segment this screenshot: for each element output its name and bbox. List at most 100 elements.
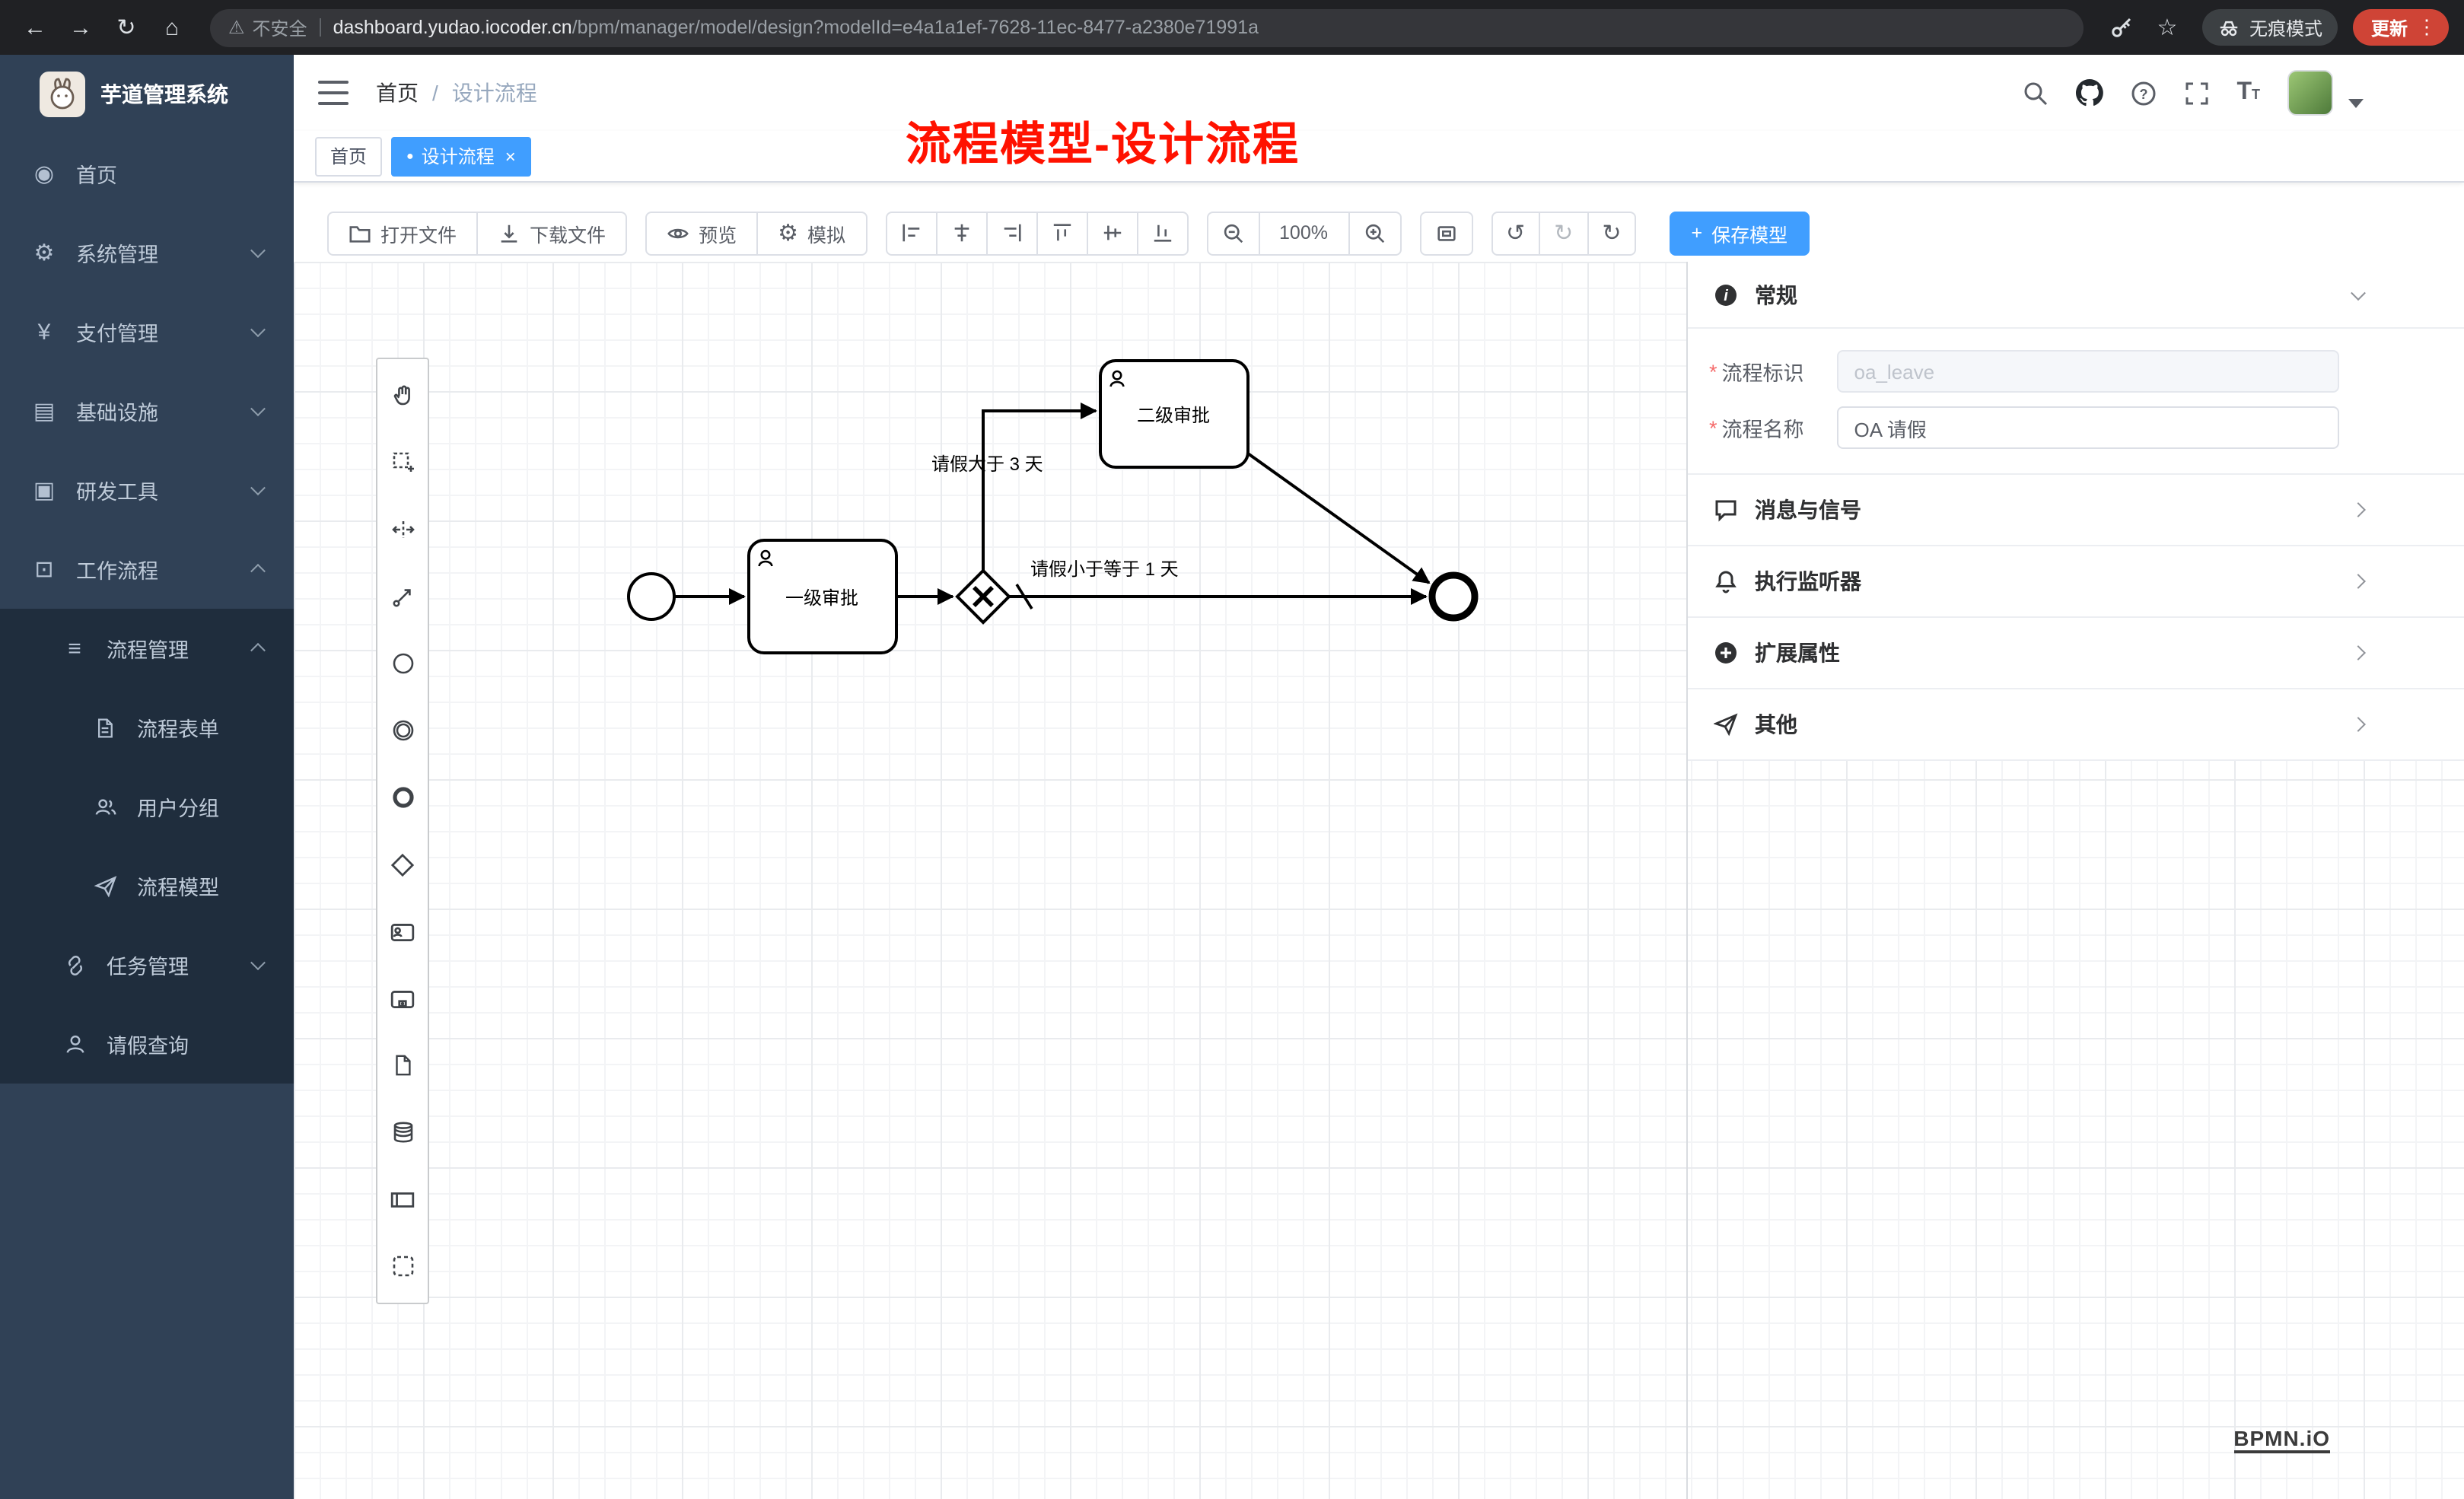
open-file-button[interactable]: 打开文件	[327, 211, 479, 255]
sidebar-item-workflow[interactable]: ⊡ 工作流程	[0, 530, 294, 609]
chevron-right-icon	[2351, 645, 2366, 660]
update-label: 更新	[2370, 18, 2408, 39]
palette-lasso-tool[interactable]	[377, 429, 428, 496]
browser-reload-button[interactable]: ↻	[107, 8, 146, 47]
palette-create-data-object[interactable]	[377, 1032, 428, 1099]
tab-design-process[interactable]: ● 设计流程 ×	[391, 136, 531, 176]
sidebar-toggle-button[interactable]	[318, 81, 349, 105]
task-label: 二级审批	[1137, 406, 1210, 426]
sidebar-item-leave-query[interactable]: 请假查询	[0, 1004, 294, 1084]
palette-create-group[interactable]	[377, 1233, 428, 1300]
panel-section-message-signal[interactable]: 消息与信号	[1688, 475, 2464, 546]
align-right-button[interactable]	[987, 211, 1038, 255]
sidebar-item-payment[interactable]: ¥ 支付管理	[0, 292, 294, 371]
simulate-button[interactable]: ⚙ 模拟	[758, 211, 867, 255]
fullscreen-icon	[2185, 81, 2208, 104]
align-left-button[interactable]	[885, 211, 938, 255]
zoom-in-button[interactable]	[1349, 211, 1401, 255]
preview-button[interactable]: 预览	[645, 211, 759, 255]
fullscreen-button[interactable]	[2183, 80, 2209, 106]
sidebar-item-home[interactable]: ◉ 首页	[0, 134, 294, 213]
search-button[interactable]	[2022, 80, 2048, 106]
palette-space-tool[interactable]	[377, 496, 428, 563]
panel-section-other[interactable]: 其他	[1688, 689, 2464, 761]
sidebar-item-process-model[interactable]: 流程模型	[0, 846, 294, 925]
download-file-button[interactable]: 下载文件	[478, 211, 628, 255]
palette-global-connect-tool[interactable]	[377, 563, 428, 630]
start-event-shape[interactable]	[627, 572, 676, 621]
align-center-button[interactable]	[937, 211, 988, 255]
tab-home[interactable]: 首页	[315, 136, 383, 176]
password-key-button[interactable]	[2102, 8, 2141, 47]
bpmn-io-logo[interactable]: BPMN.iO	[2233, 1426, 2330, 1453]
github-button[interactable]	[2075, 79, 2103, 107]
send-icon	[1712, 712, 1738, 737]
align-middle-button[interactable]	[1087, 211, 1138, 255]
help-button[interactable]: ?	[2130, 80, 2156, 106]
flow-condition-label-gt[interactable]: 请假大于 3 天	[931, 454, 1043, 475]
palette-create-subprocess[interactable]	[377, 965, 428, 1032]
subprocess-icon	[390, 990, 415, 1008]
restart-button[interactable]: ↻	[1588, 211, 1637, 255]
save-model-button[interactable]: + 保存模型	[1670, 211, 1810, 255]
zoom-level-button[interactable]: 100%	[1259, 211, 1349, 255]
undo-button[interactable]: ↺	[1491, 211, 1541, 255]
palette-create-end-event[interactable]	[377, 764, 428, 831]
breadcrumb-home[interactable]: 首页	[376, 81, 419, 105]
palette-create-participant[interactable]	[377, 1166, 428, 1233]
active-dot-icon: ●	[406, 148, 414, 162]
panel-section-extended-properties[interactable]: 扩展属性	[1688, 618, 2464, 689]
browser-home-button[interactable]: ⌂	[152, 8, 192, 47]
user-task-level2[interactable]: 二级审批	[1099, 359, 1250, 469]
security-indicator[interactable]: ⚠ 不安全	[228, 14, 307, 40]
palette-create-user-task[interactable]	[377, 898, 428, 965]
user-task-level1[interactable]: 一级审批	[747, 539, 898, 654]
bpmn-canvas[interactable]: 一级审批 二级审批	[294, 262, 2464, 1499]
align-right-icon	[1003, 224, 1020, 242]
zoom-out-button[interactable]	[1206, 211, 1260, 255]
user-avatar[interactable]	[2287, 70, 2333, 116]
browser-menu-icon[interactable]: ⋮	[2417, 15, 2437, 38]
sidebar-item-devtools[interactable]: ▣ 研发工具	[0, 450, 294, 530]
plus-icon: +	[1691, 222, 1703, 243]
browser-back-button[interactable]: ←	[15, 8, 55, 47]
sidebar-item-infrastructure[interactable]: ▤ 基础设施	[0, 371, 294, 450]
end-event-shape[interactable]	[1428, 571, 1479, 622]
flow-condition-label-lte[interactable]: 请假小于等于 1 天	[1030, 559, 1179, 580]
sidebar-item-user-group[interactable]: 用户分组	[0, 767, 294, 846]
browser-update-button[interactable]: 更新 ⋮	[2352, 9, 2449, 46]
align-top-button[interactable]	[1037, 211, 1088, 255]
panel-section-execution-listener[interactable]: 执行监听器	[1688, 546, 2464, 618]
palette-create-start-event[interactable]	[377, 630, 428, 697]
browser-forward-button[interactable]: →	[61, 8, 100, 47]
flow-gateway-to-task2[interactable]	[982, 403, 1097, 571]
palette-create-data-store[interactable]	[377, 1099, 428, 1166]
sidebar-item-process-management[interactable]: ≡ 流程管理	[0, 609, 294, 688]
sidebar-item-label: 任务管理	[107, 956, 189, 979]
address-bar[interactable]: ⚠ 不安全 dashboard.yudao.iocoder.cn/bpm/man…	[210, 8, 2084, 46]
redo-button[interactable]: ↻	[1540, 211, 1589, 255]
browser-chrome: ← → ↻ ⌂ ⚠ 不安全 dashboard.yudao.iocoder.cn…	[0, 0, 2464, 55]
avatar-dropdown-caret-icon[interactable]	[2348, 99, 2364, 108]
chevron-right-icon	[2351, 574, 2366, 589]
bookmark-star-button[interactable]: ☆	[2147, 8, 2187, 47]
align-bottom-button[interactable]	[1138, 211, 1189, 255]
process-name-row: * 流程名称	[1709, 406, 2464, 449]
fit-viewport-button[interactable]	[1419, 211, 1472, 255]
palette-hand-tool[interactable]	[377, 362, 428, 429]
sidebar-item-process-form[interactable]: 流程表单	[0, 688, 294, 767]
palette-create-intermediate-event[interactable]	[377, 697, 428, 764]
fit-viewport-icon	[1437, 225, 1455, 240]
app-logo[interactable]: 芋道管理系统	[0, 55, 294, 134]
process-name-input[interactable]	[1837, 406, 2340, 449]
user-task-icon	[390, 923, 415, 941]
sidebar-item-system[interactable]: ⚙ 系统管理	[0, 213, 294, 292]
flow-task2-to-end[interactable]	[1246, 452, 1431, 584]
exclusive-gateway-shape[interactable]	[955, 568, 1011, 625]
panel-section-general[interactable]: i 常规	[1688, 262, 2464, 329]
palette-create-gateway[interactable]	[377, 831, 428, 898]
tab-close-icon[interactable]: ×	[505, 145, 516, 167]
sidebar-item-task-management[interactable]: 任务管理	[0, 925, 294, 1004]
font-size-button[interactable]: TT	[2236, 79, 2260, 107]
process-key-input	[1837, 350, 2340, 393]
